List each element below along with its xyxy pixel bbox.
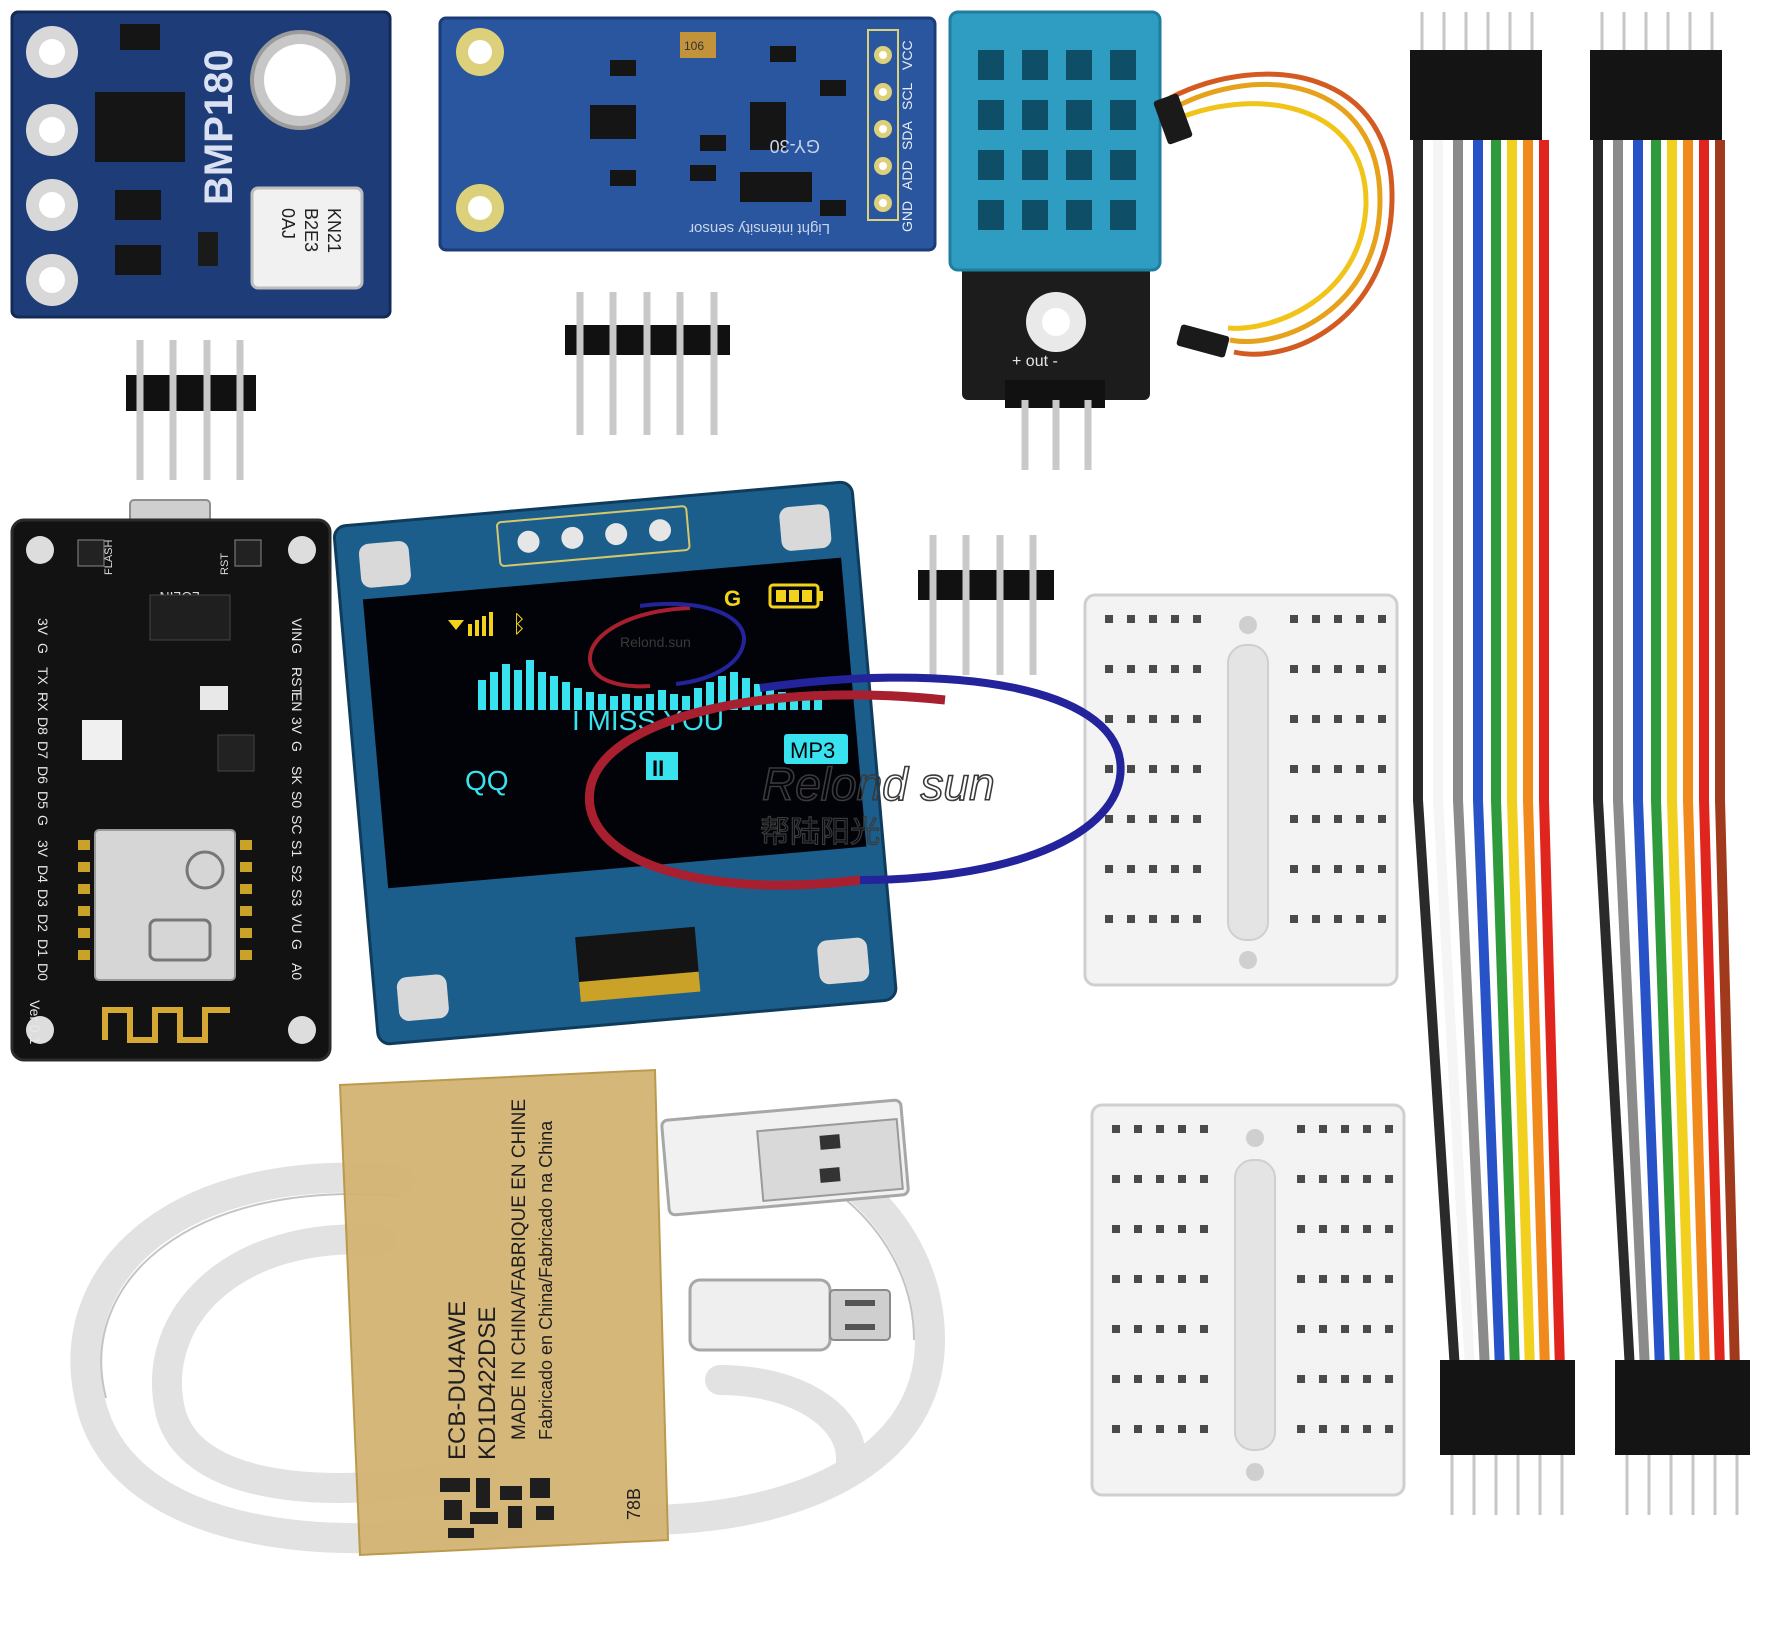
nodemcu-left-pin-8: D5 bbox=[35, 791, 51, 809]
usb-label-code: 78B bbox=[624, 1488, 644, 1520]
bmp180-label: BMP180 bbox=[197, 49, 241, 205]
watermark-small-brand: Relond.sun bbox=[620, 634, 691, 650]
breadboard-holes-bottom-left bbox=[1112, 1125, 1208, 1433]
nodemcu-left-pin-3: TX bbox=[35, 667, 51, 686]
bh1750-pin-vcc: VCC bbox=[899, 40, 915, 70]
equalizer-icon bbox=[478, 660, 822, 710]
nodemcu-right-pin-14: G bbox=[289, 939, 305, 950]
bluetooth-icon: ᛒ bbox=[512, 610, 526, 638]
bmp180-mount-holes bbox=[26, 26, 78, 306]
nodemcu-esp12-module bbox=[94, 829, 236, 981]
bmp180-regulator-chip bbox=[95, 92, 185, 162]
bh1750-mount-holes bbox=[456, 28, 504, 232]
nodemcu-flash-label: FLASH bbox=[103, 539, 115, 575]
nodemcu-right-pin-11: S2 bbox=[289, 865, 305, 882]
oled-mp3-text: MP3 bbox=[790, 738, 835, 763]
oled-pause-text: II bbox=[652, 756, 664, 781]
bh1750-caption: Light intensity sensor bbox=[689, 220, 830, 237]
oled-display-module: ᛒ G I MISS YOU QQ II bbox=[332, 480, 898, 1046]
nodemcu-left-pin-15: D0 bbox=[35, 963, 51, 981]
breadboard-holes-top-left bbox=[1105, 615, 1201, 923]
dht11-module: + out - bbox=[948, 10, 1162, 470]
micro-usb-cable: ECB-DU4AWE KD1D422DSE MADE IN CHINA/FABR… bbox=[70, 1068, 946, 1557]
dupont-cable-bundle-right bbox=[1590, 12, 1750, 1515]
watermark-logo: Relond sun 帮陆阳光 Relond.sun bbox=[584, 601, 1125, 890]
nodemcu-right-pin-7: SK bbox=[289, 766, 305, 785]
bh1750-model-label: GY-30 bbox=[770, 136, 820, 156]
pin-header-4-a bbox=[126, 340, 256, 480]
oled-qq-text: QQ bbox=[465, 765, 509, 796]
mp3-badge bbox=[784, 734, 848, 764]
nodemcu-version-label: Ver 0.1 bbox=[27, 1000, 43, 1045]
nodemcu-right-pin-8: S0 bbox=[289, 791, 305, 808]
mini-breadboard-top bbox=[1083, 593, 1399, 987]
nodemcu-left-pin-1: 3V bbox=[35, 618, 51, 636]
nodemcu-left-pin-2: G bbox=[35, 643, 51, 654]
nodemcu-board: FLASH RST LOLIN 3V G TX RX D8 D7 D6 D5 G… bbox=[10, 499, 332, 1062]
bh1750-light-sensor-board: 106 GY-30 Light intensity sensor GND ADD… bbox=[438, 16, 937, 252]
pin-header-4-b bbox=[918, 535, 1054, 675]
nodemcu-right-pin-4: EN bbox=[289, 692, 305, 711]
usb-label-line-2: KD1D422DSE bbox=[474, 1307, 501, 1460]
battery-icon bbox=[768, 583, 823, 609]
nodemcu-rst-label: RST bbox=[219, 553, 231, 575]
pin-header-5 bbox=[565, 292, 730, 435]
usb-label-line-3: MADE IN CHINA/FABRIQUE EN CHINE bbox=[509, 1099, 530, 1440]
nodemcu-left-pin-7: D6 bbox=[35, 766, 51, 784]
nodemcu-left-pin-4: RX bbox=[35, 692, 51, 712]
nodemcu-right-pin-6: G bbox=[289, 741, 305, 752]
bh1750-pin-gnd: GND bbox=[899, 201, 915, 232]
oled-screen bbox=[362, 557, 867, 889]
signal-icon bbox=[448, 612, 493, 636]
nodemcu-left-pin-9: G bbox=[35, 815, 51, 826]
nodemcu-right-pin-5: 3V bbox=[289, 717, 305, 735]
dht11-pin-label: + out - bbox=[1012, 353, 1058, 370]
dupont-cable-bundle-left bbox=[1410, 12, 1575, 1515]
nodemcu-right-pin-2: G bbox=[289, 643, 305, 654]
nodemcu-usb-chip bbox=[149, 594, 231, 641]
bh1750-capacitor-label: 106 bbox=[684, 39, 704, 53]
bh1750-pin-add: ADD bbox=[899, 160, 915, 190]
usb-label-line-4: Fabricado en China/Fabricado na China bbox=[536, 1120, 556, 1440]
bmp180-chip-text-2: B2E3 bbox=[301, 208, 321, 252]
watermark-brand: Relond sun bbox=[762, 758, 995, 810]
usb-label-tape bbox=[338, 1068, 670, 1557]
nodemcu-left-pin-5: D8 bbox=[35, 717, 51, 735]
nodemcu-right-pin-10: S1 bbox=[289, 840, 305, 857]
micro-usb-plug bbox=[688, 1278, 832, 1352]
usb-label-text: ECB-DU4AWE KD1D422DSE MADE IN CHINA/FABR… bbox=[444, 1099, 556, 1460]
nodemcu-left-pin-12: D3 bbox=[35, 889, 51, 907]
usb-label-line-1: ECB-DU4AWE bbox=[444, 1301, 471, 1460]
nodemcu-left-pin-6: D7 bbox=[35, 741, 51, 759]
nodemcu-left-pin-14: D1 bbox=[35, 939, 51, 957]
nodemcu-right-pin-1: VIN bbox=[289, 618, 305, 641]
bmp180-sensor-chip bbox=[250, 186, 364, 290]
nodemcu-antenna-trace bbox=[102, 1007, 230, 1043]
usb-label-datamatrix bbox=[440, 1478, 554, 1538]
dht11-vent-grid bbox=[978, 50, 1136, 230]
mini-breadboard-bottom bbox=[1090, 1103, 1406, 1497]
breadboard-holes-bottom-right bbox=[1297, 1125, 1393, 1433]
bmp180-chip-text-3: KN21 bbox=[324, 208, 344, 253]
bh1750-pin-scl: SCL bbox=[899, 83, 915, 110]
three-wire-jumper bbox=[1153, 71, 1395, 358]
nodemcu-right-pin-9: SC bbox=[289, 815, 305, 834]
nodemcu-left-pin-13: D2 bbox=[35, 914, 51, 932]
nodemcu-right-pin-labels: VIN G RST EN 3V G SK S0 SC S1 S2 S3 VU G… bbox=[289, 618, 305, 980]
bmp180-sensor-board: BMP180 0AJ B2E3 KN21 bbox=[10, 10, 392, 319]
nodemcu-right-pin-12: S3 bbox=[289, 889, 305, 906]
bh1750-pin-sda: SDA bbox=[899, 121, 915, 150]
nodemcu-left-pin-11: D4 bbox=[35, 865, 51, 883]
nodemcu-right-pin-15: A0 bbox=[289, 963, 305, 980]
nodemcu-left-pin-10: 3V bbox=[35, 840, 51, 858]
oled-g-icon: G bbox=[724, 586, 741, 611]
breadboard-holes-top-right bbox=[1290, 615, 1386, 923]
nodemcu-right-pin-3: RST bbox=[289, 667, 305, 695]
watermark-chinese: 帮陆阳光 bbox=[760, 815, 880, 850]
nodemcu-left-pin-labels: 3V G TX RX D8 D7 D6 D5 G 3V D4 D3 D2 D1 … bbox=[35, 618, 51, 981]
nodemcu-right-pin-13: VU bbox=[289, 914, 305, 933]
bmp180-chip-text-1: 0AJ bbox=[278, 208, 298, 239]
pause-icon bbox=[646, 752, 678, 780]
